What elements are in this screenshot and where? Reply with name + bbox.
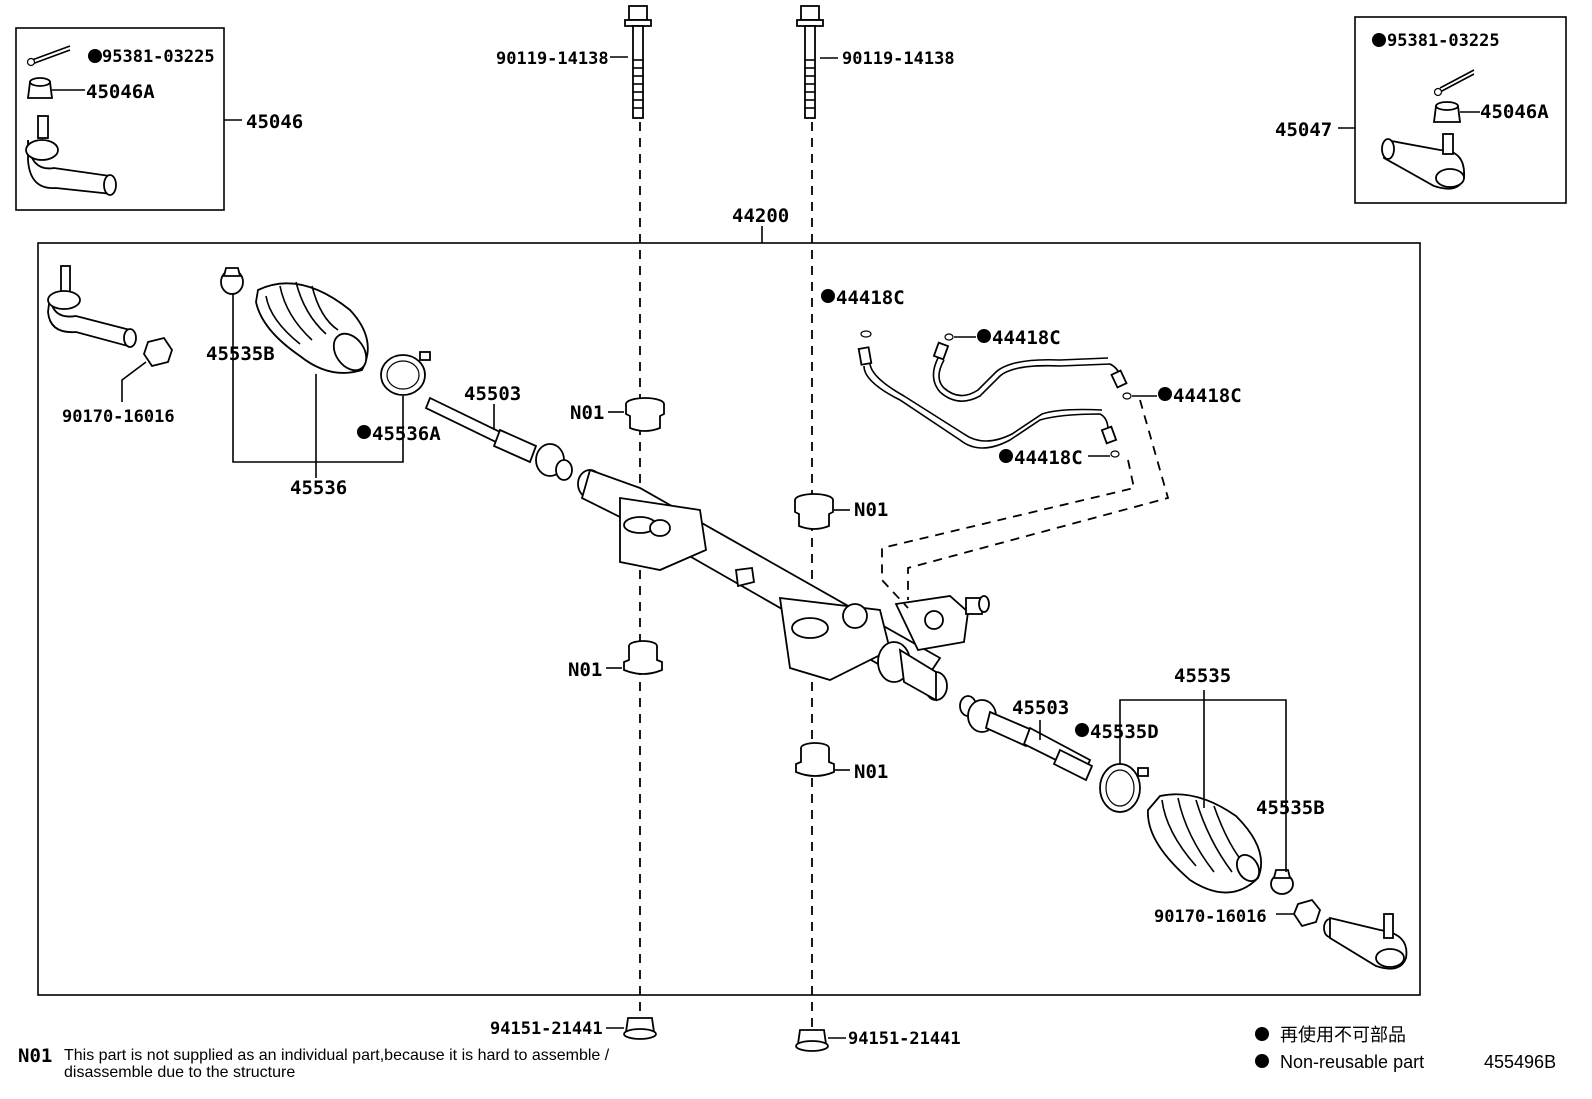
label-94151-21441-right: 94151-21441 bbox=[848, 1029, 961, 1049]
diagram-id: 455496B bbox=[1484, 1052, 1556, 1072]
label-44418C-2: 44418C bbox=[992, 327, 1061, 349]
label-45536A: 45536A bbox=[372, 423, 441, 445]
label-n01-upper-left: N01 bbox=[570, 402, 604, 424]
legend-bullet-en bbox=[1255, 1054, 1269, 1068]
cotter-pin-icon-r bbox=[1433, 69, 1475, 97]
label-90170-16016-left: 90170-16016 bbox=[62, 407, 175, 427]
tie-rod-left bbox=[424, 396, 573, 481]
cotter-pin-icon bbox=[26, 45, 71, 67]
hydraulic-pipe-assembly bbox=[857, 330, 1132, 458]
assembly-frame-44200 bbox=[37, 242, 1421, 996]
flange-nut-bottom-left bbox=[623, 1017, 657, 1040]
label-45503-right: 45503 bbox=[1012, 697, 1069, 719]
label-95381-03225-left: 95381-03225 bbox=[102, 47, 215, 67]
label-44418C-1: 44418C bbox=[836, 287, 905, 309]
label-n01-upper-right: N01 bbox=[854, 499, 888, 521]
label-45046A-left: 45046A bbox=[86, 81, 155, 103]
clamp-right bbox=[1270, 869, 1294, 895]
label-45535B-left: 45535B bbox=[206, 343, 275, 365]
label-90119-14138-left: 90119-14138 bbox=[496, 49, 609, 69]
label-45046: 45046 bbox=[246, 111, 303, 133]
footnote-line-1: This part is not supplied as an individu… bbox=[64, 1047, 610, 1064]
footnote-line-2: disassemble due to the structure bbox=[64, 1064, 295, 1081]
tie-rod-end-left bbox=[47, 265, 137, 348]
label-44418C-4: 44418C bbox=[1014, 447, 1083, 469]
legend-jp-text: 再使用不可部品 bbox=[1280, 1025, 1406, 1045]
bushing-n01-lower-left bbox=[623, 640, 663, 675]
inset-box-45047 bbox=[1354, 16, 1567, 204]
tie-rod-end-right bbox=[1323, 913, 1408, 970]
label-44418C-3: 44418C bbox=[1173, 385, 1242, 407]
boot-left bbox=[255, 281, 369, 374]
bushing-n01-upper-right bbox=[794, 493, 834, 530]
label-n01-lower-left: N01 bbox=[568, 659, 602, 681]
label-90119-14138-right: 90119-14138 bbox=[842, 49, 955, 69]
castle-nut-icon bbox=[26, 77, 85, 99]
bushing-n01-upper-left bbox=[625, 397, 665, 432]
label-44200: 44200 bbox=[732, 205, 789, 227]
legend-bullet-jp bbox=[1255, 1027, 1269, 1041]
label-45535: 45535 bbox=[1174, 665, 1231, 687]
legend-en-text: Non-reusable part bbox=[1280, 1052, 1424, 1072]
label-45535D: 45535D bbox=[1090, 721, 1159, 743]
label-45535B-right: 45535B bbox=[1256, 797, 1325, 819]
label-45536: 45536 bbox=[290, 477, 347, 499]
inset-box-45046 bbox=[15, 27, 225, 211]
locknut-left bbox=[143, 336, 173, 368]
label-45046A-right: 45046A bbox=[1480, 101, 1549, 123]
band-left bbox=[380, 351, 431, 396]
tie-rod-end-icon-r bbox=[1381, 133, 1465, 190]
label-45503-left: 45503 bbox=[464, 383, 521, 405]
flange-nut-bottom-right bbox=[795, 1029, 829, 1052]
label-90170-16016-right: 90170-16016 bbox=[1154, 907, 1267, 927]
bolt-right bbox=[796, 5, 824, 119]
label-45047: 45047 bbox=[1275, 119, 1332, 141]
tie-rod-end-icon bbox=[25, 115, 117, 196]
bolt-left bbox=[624, 5, 652, 119]
castle-nut-icon-r bbox=[1432, 101, 1480, 123]
rack-housing bbox=[577, 468, 990, 702]
bushing-n01-lower-right bbox=[795, 742, 835, 777]
band-right bbox=[1099, 763, 1149, 813]
locknut-right bbox=[1292, 898, 1322, 928]
boot-right bbox=[1147, 793, 1262, 894]
label-n01-lower-right: N01 bbox=[854, 761, 888, 783]
clamp-left bbox=[220, 267, 244, 295]
label-94151-21441-left: 94151-21441 bbox=[490, 1019, 603, 1039]
footnote-code: N01 bbox=[18, 1045, 52, 1067]
label-95381-03225-right: 95381-03225 bbox=[1387, 31, 1500, 51]
